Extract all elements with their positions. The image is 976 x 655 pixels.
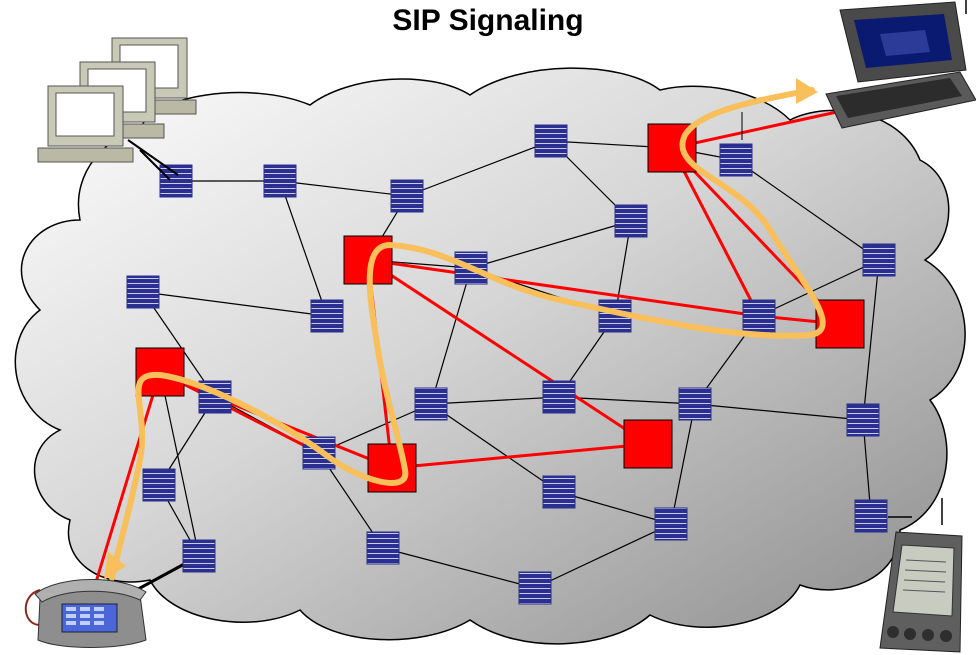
router-icon <box>159 164 193 198</box>
network-link <box>406 140 552 197</box>
router-icon <box>126 275 160 309</box>
router-icon <box>390 179 424 213</box>
network-link <box>430 403 560 493</box>
network-link <box>735 159 880 261</box>
router-icon <box>542 475 576 509</box>
signaling-link <box>391 442 649 470</box>
router-icon <box>263 164 297 198</box>
network-link <box>430 267 472 405</box>
network-link <box>279 180 328 317</box>
pda-icon <box>879 498 963 653</box>
router-icon <box>310 299 344 333</box>
router-icon <box>654 507 688 541</box>
network-link <box>142 291 216 398</box>
router-icon <box>414 387 448 421</box>
network-link <box>670 403 696 525</box>
message-flows <box>104 78 826 581</box>
signaling-link <box>367 258 649 446</box>
signaling-link <box>159 370 320 455</box>
network-link <box>534 523 672 589</box>
router-icon <box>542 380 576 414</box>
signaling-link <box>367 258 760 318</box>
network-link <box>694 403 864 421</box>
router-icon <box>142 468 176 502</box>
telephone-icon <box>24 579 147 648</box>
signaling-link <box>670 147 761 317</box>
network-link <box>862 259 880 421</box>
router-icon <box>534 124 568 158</box>
network-cloud <box>14 67 966 645</box>
network-link <box>558 396 696 405</box>
network-link <box>382 547 536 589</box>
diagram-title: SIP Signaling <box>392 4 584 37</box>
router-icon <box>862 243 896 277</box>
desktop-computers-icon <box>37 37 197 181</box>
network-link <box>470 220 632 269</box>
router-icon <box>614 204 648 238</box>
router-icon <box>719 143 753 177</box>
network-link <box>159 371 200 557</box>
router-icon <box>366 531 400 565</box>
flow-arrow-head-phone <box>104 552 126 580</box>
network-link <box>558 491 672 525</box>
router-icon <box>854 499 888 533</box>
network-link <box>142 291 328 317</box>
laptop-icon <box>741 0 976 140</box>
network-link <box>279 180 408 197</box>
network-link <box>758 259 880 317</box>
router-icon <box>518 571 552 605</box>
signaling-link-laptop <box>671 108 847 150</box>
router-icon <box>846 403 880 437</box>
sip-server-icon <box>623 419 673 469</box>
flow-arrow-head-laptop <box>796 78 818 104</box>
signaling-link-phone <box>94 371 162 583</box>
router-icon <box>182 539 216 573</box>
network-nodes <box>126 124 896 605</box>
router-icon <box>678 387 712 421</box>
message-flow-path <box>109 87 826 581</box>
network-link <box>430 396 560 405</box>
router-icon <box>742 299 776 333</box>
